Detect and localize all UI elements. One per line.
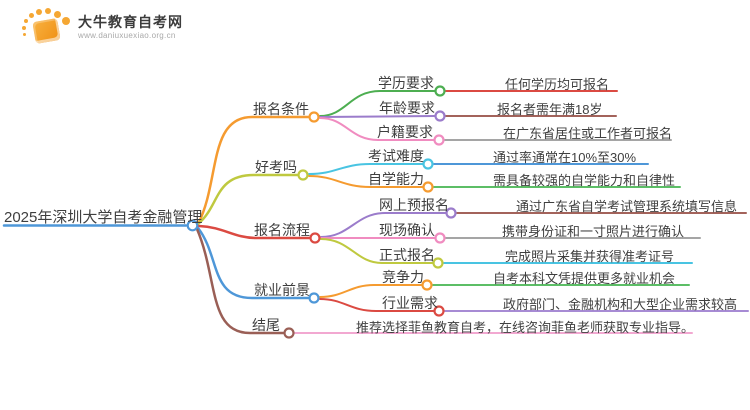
node-formal-reg[interactable]	[432, 257, 444, 269]
node-education-req[interactable]	[434, 85, 446, 97]
site-logo[interactable]: 大牛教育自考网 www.daniuxuexiao.org.cn	[22, 8, 183, 50]
node-conditions[interactable]	[308, 111, 320, 123]
edge-industry-demand	[319, 298, 435, 312]
node-difficulty[interactable]	[422, 158, 434, 170]
sub-onsite-confirm-label[interactable]: 现场确认	[379, 222, 435, 238]
branch-process-label[interactable]: 报名流程	[254, 222, 310, 238]
edge-ending	[195, 227, 285, 335]
leaf-self-study[interactable]: 需具备较强的自学能力和自律性	[493, 173, 676, 188]
node-process[interactable]	[309, 232, 321, 244]
node-residency-req[interactable]	[433, 134, 445, 146]
node-industry-demand[interactable]	[433, 305, 445, 317]
edge-conditions	[196, 115, 310, 226]
root-label[interactable]: 2025年深圳大学自考金融管理	[4, 209, 203, 226]
leaf-ending[interactable]: 推荐选择菲鱼教育自考，在线咨询菲鱼老师获取专业指导。	[356, 320, 695, 335]
branch-easiness-label[interactable]: 好考吗	[255, 159, 297, 175]
leaf-education-req[interactable]: 任何学历均可报名	[505, 77, 610, 92]
root-node-circle[interactable]	[186, 219, 199, 232]
sub-formal-reg-label[interactable]: 正式报名	[379, 247, 435, 263]
edge-residency-req	[319, 117, 435, 141]
leaf-residency-req[interactable]: 在广东省居住或工作者可报名	[503, 126, 673, 141]
branch-prospects-label[interactable]: 就业前景	[254, 282, 310, 298]
edge-easiness	[196, 173, 299, 226]
node-ending[interactable]	[283, 327, 295, 339]
edge-education-req	[319, 90, 436, 117]
node-online-prereg[interactable]	[445, 207, 457, 219]
edge-online-prereg	[320, 212, 447, 238]
sub-competitiveness-label[interactable]: 竞争力	[382, 269, 424, 285]
sub-industry-demand-label[interactable]: 行业需求	[382, 295, 438, 311]
node-easiness[interactable]	[297, 169, 309, 181]
site-name: 大牛教育自考网	[78, 14, 183, 30]
node-onsite-confirm[interactable]	[434, 232, 446, 244]
node-age-req[interactable]	[434, 110, 446, 122]
node-prospects[interactable]	[308, 292, 320, 304]
sub-difficulty-label[interactable]: 考试难度	[368, 148, 424, 164]
branch-conditions-label[interactable]: 报名条件	[253, 101, 309, 117]
leaf-competitiveness[interactable]: 自考本科文凭提供更多就业机会	[493, 271, 676, 286]
node-competitiveness[interactable]	[421, 279, 433, 291]
sub-self-study-label[interactable]: 自学能力	[368, 171, 424, 187]
edge-prospects	[196, 226, 310, 300]
edge-age-req	[319, 115, 436, 118]
node-self-study[interactable]	[422, 181, 434, 193]
leaf-formal-reg[interactable]: 完成照片采集并获得准考证号	[505, 249, 675, 264]
book-sun-icon	[22, 8, 72, 50]
edge-difficulty	[308, 163, 424, 175]
edge-self-study	[308, 175, 424, 188]
edge-process	[197, 224, 311, 240]
branch-ending-label[interactable]: 结尾	[252, 317, 280, 333]
leaf-online-prereg[interactable]: 通过广东省自学考试管理系统填写信息	[516, 199, 738, 214]
edge-competitiveness	[319, 284, 423, 298]
edge-formal-reg	[320, 238, 434, 264]
leaf-age-req[interactable]: 报名者需年满18岁	[497, 102, 603, 117]
site-url: www.daniuxuexiao.org.cn	[78, 31, 176, 40]
leaf-onsite-confirm[interactable]: 携带身份证和一寸照片进行确认	[502, 224, 685, 239]
sub-age-req-label[interactable]: 年龄要求	[379, 100, 435, 116]
sub-online-prereg-label[interactable]: 网上预报名	[379, 197, 449, 213]
sub-residency-req-label[interactable]: 户籍要求	[377, 124, 433, 140]
leaf-industry-demand[interactable]: 政府部门、金融机构和大型企业需求较高	[503, 297, 738, 312]
sub-education-req-label[interactable]: 学历要求	[378, 75, 434, 91]
leaf-difficulty[interactable]: 通过率通常在10%至30%	[493, 150, 637, 165]
